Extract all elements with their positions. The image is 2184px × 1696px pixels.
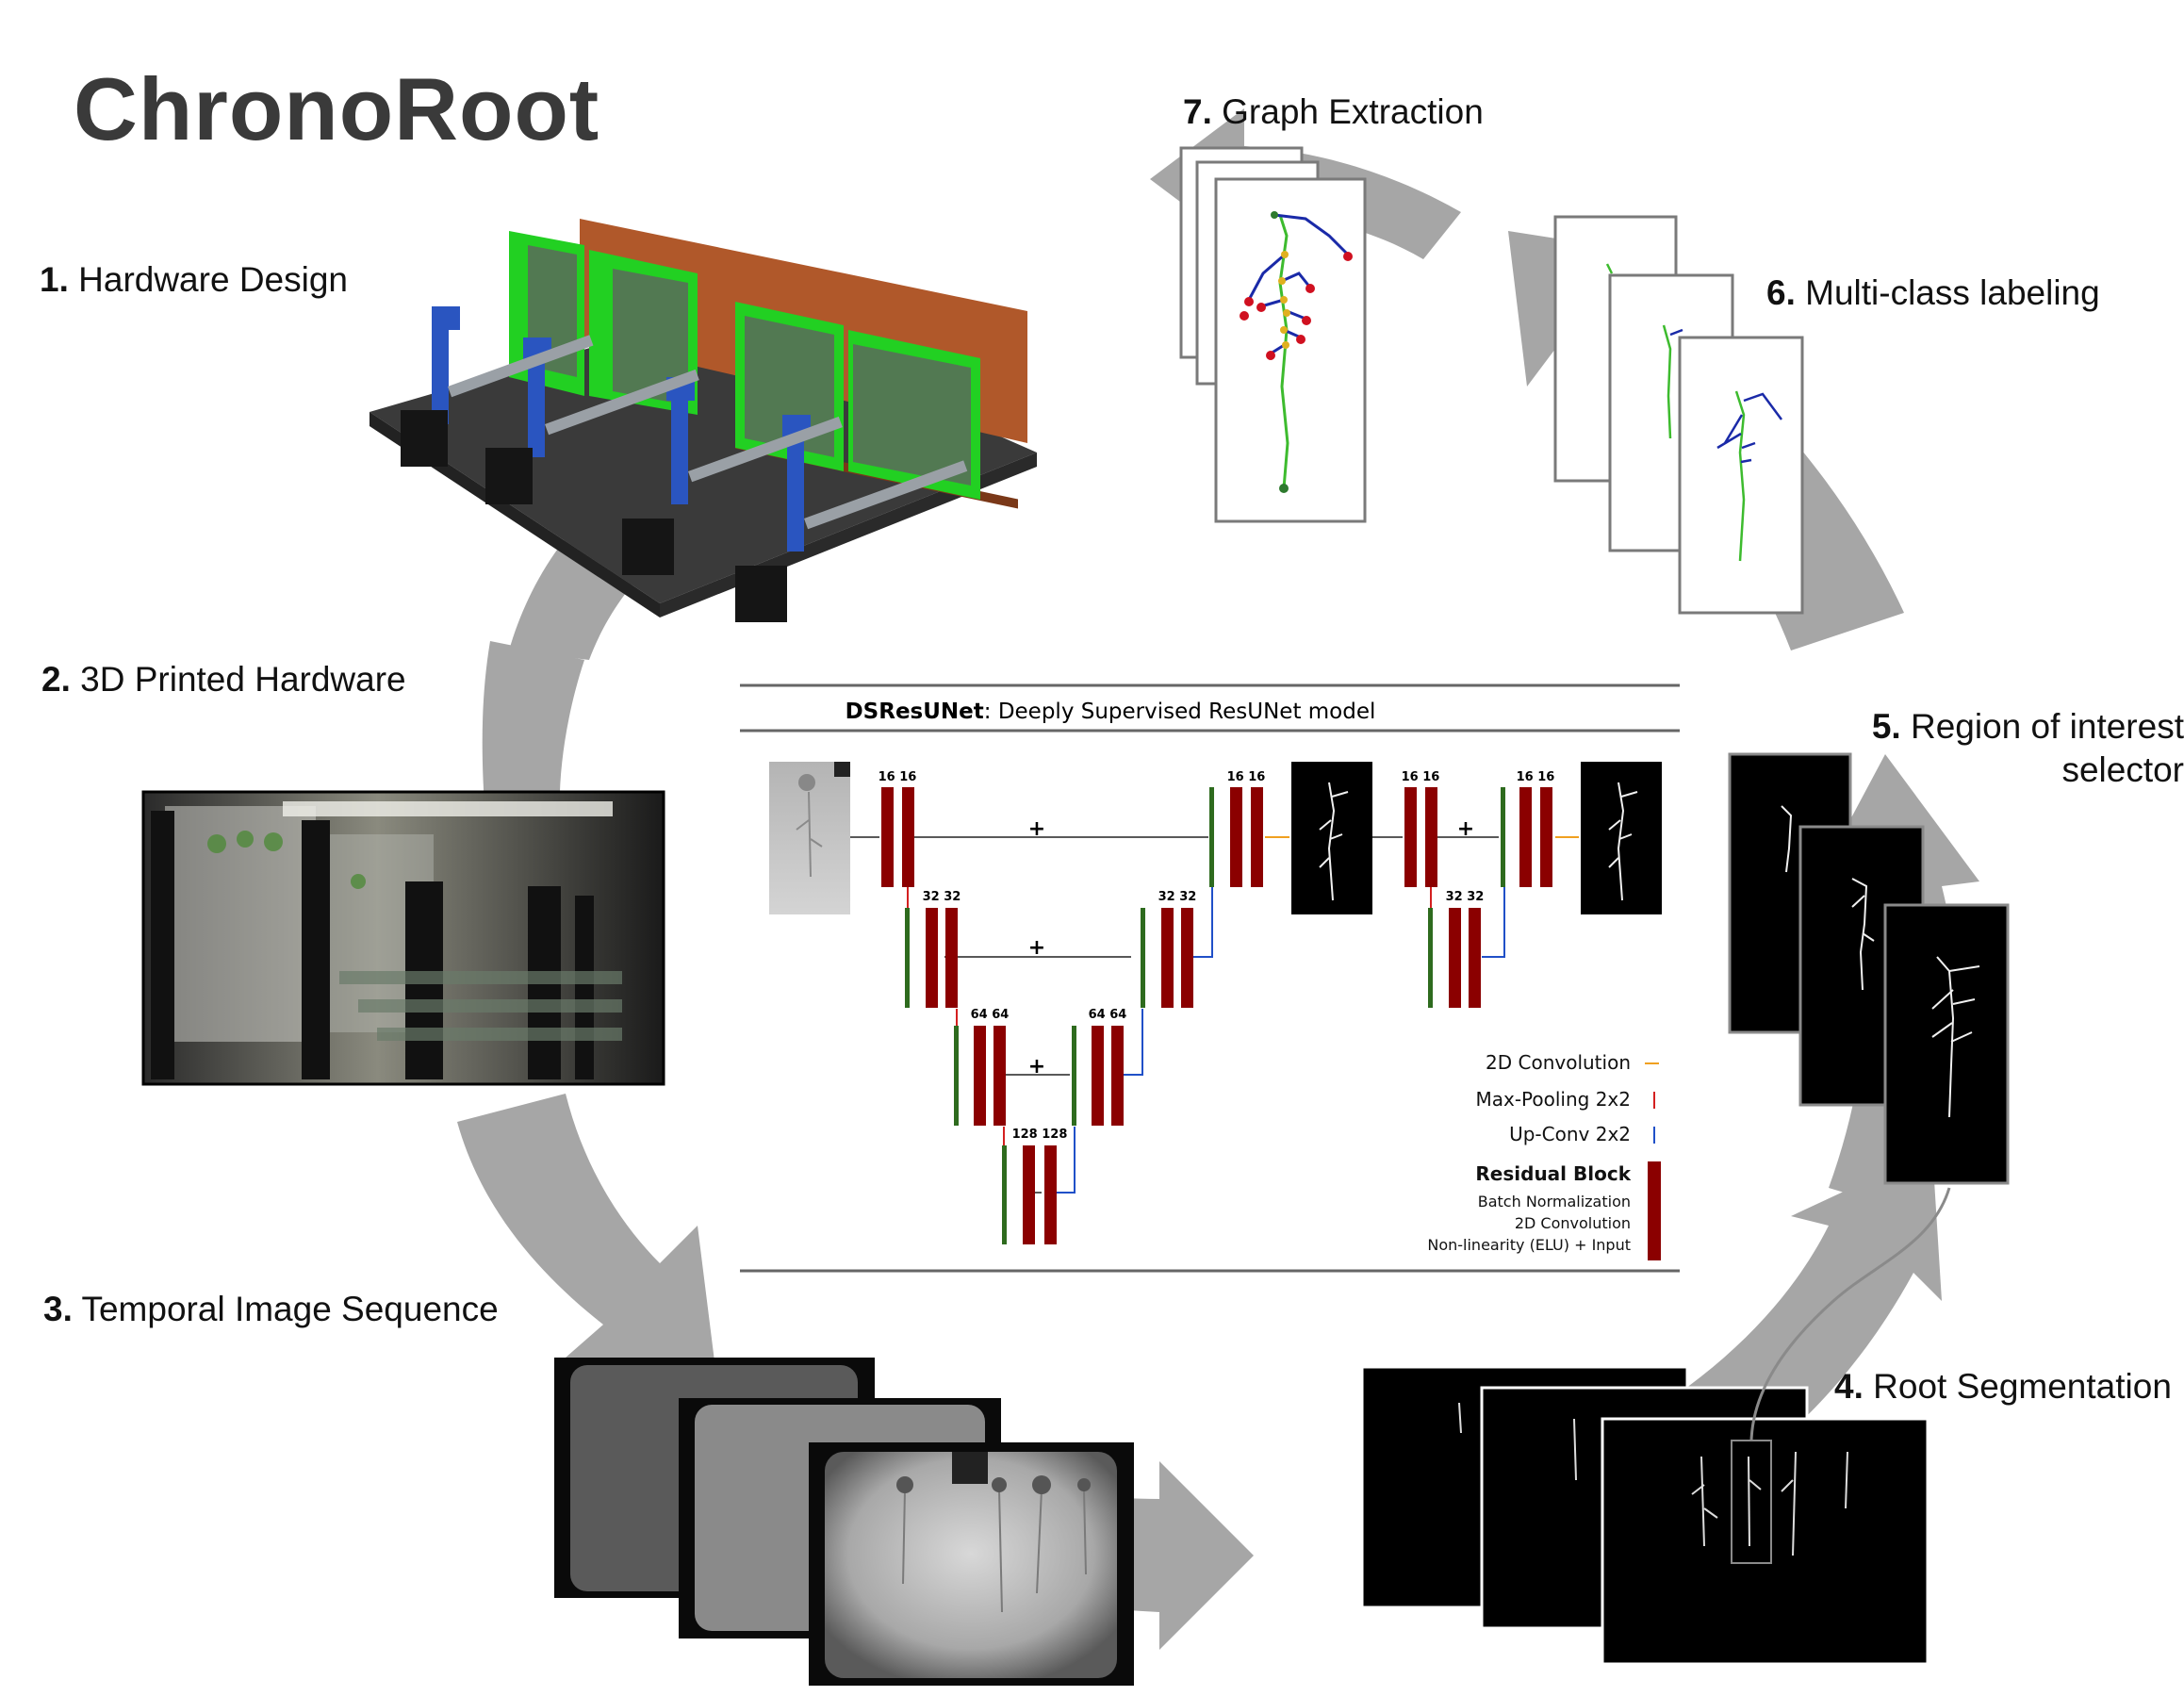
plate-image (554, 1358, 1134, 1686)
skip-plus-1: + (1028, 817, 1045, 841)
skip-plus-4: + (1457, 817, 1474, 841)
step-5-label: 5. Region of interest (1871, 707, 2184, 746)
legend-conv: 2D Convolution (1486, 1051, 1631, 1074)
skip-plus-3: + (1028, 1055, 1045, 1079)
dsresunet-panel: DSResUNet: Deeply Supervised ResUNet mod… (740, 683, 1680, 1273)
legend-upconv: Up-Conv 2x2 (1509, 1123, 1631, 1145)
channels-l4: 128 128 (1012, 1128, 1068, 1142)
hardware-render-image (369, 219, 1037, 622)
step-2-label: 2. 3D Printed Hardware (41, 660, 406, 699)
step-6-label: 6. Multi-class labeling (1766, 273, 2100, 312)
legend-block-line1: Batch Normalization (1478, 1193, 1631, 1210)
graph-image (1179, 146, 1367, 523)
segmentation-image (1360, 1187, 1951, 1666)
step-3-label: 3. Temporal Image Sequence (43, 1290, 499, 1328)
channels-l3a: 64 64 (971, 1008, 1010, 1022)
legend-block-title: Residual Block (1475, 1162, 1631, 1185)
channels-l1a: 16 16 (879, 770, 917, 784)
channels-m1a: 16 16 (1402, 770, 1440, 784)
step-5-label-line2: selector (2061, 750, 2184, 789)
model-title: DSResUNet: Deeply Supervised ResUNet mod… (846, 700, 1376, 724)
step-4-label: 4. Root Segmentation (1834, 1367, 2172, 1406)
channels-l2a: 32 32 (923, 890, 961, 904)
labeling-image (1553, 215, 1804, 615)
legend-block-line3: Non-linearity (ELU) + Input (1427, 1236, 1631, 1254)
channels-m2: 32 32 (1446, 890, 1485, 904)
legend-block-line2: 2D Convolution (1515, 1214, 1631, 1232)
channels-l2b: 32 32 (1158, 890, 1197, 904)
roi-image (1728, 752, 2010, 1185)
channels-l1b: 16 16 (1227, 770, 1266, 784)
page-title: ChronoRoot (74, 59, 600, 158)
step-1-label: 1. Hardware Design (40, 260, 348, 299)
step-7-label: 7. Graph Extraction (1183, 92, 1484, 131)
chamber-photo-image (141, 790, 665, 1086)
channels-l3b: 64 64 (1089, 1008, 1127, 1022)
channels-m1b: 16 16 (1517, 770, 1555, 784)
skip-plus-2: + (1028, 936, 1045, 960)
legend-pool: Max-Pooling 2x2 (1475, 1088, 1631, 1111)
